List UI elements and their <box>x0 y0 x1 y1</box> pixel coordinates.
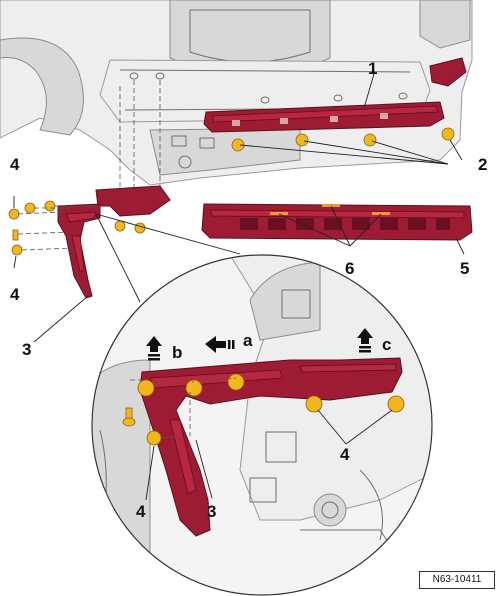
callout-1: 1 <box>368 59 377 78</box>
guide-markings <box>270 204 390 215</box>
callout-6: 6 <box>345 259 354 278</box>
figure-reference-code: N63-10411 <box>419 571 495 589</box>
up-arrow-icon <box>146 336 162 361</box>
callout-3-upper: 3 <box>22 340 31 359</box>
clip-nuts-installed <box>231 127 455 152</box>
callout-4-zoom-right: 4 <box>340 445 350 464</box>
callout-4-zoom-left: 4 <box>136 502 146 521</box>
detail-zoom-view <box>92 255 432 595</box>
callout-a: a <box>243 331 253 350</box>
panel-mount-holes <box>129 72 408 104</box>
assembly-guide-lines <box>119 80 161 195</box>
bumper-reinforcement-exploded <box>201 203 473 241</box>
callout-c: c <box>382 335 391 354</box>
callout-4-mid: 4 <box>10 285 20 304</box>
callout-b: b <box>172 343 182 362</box>
side-bracket-exploded <box>57 185 171 299</box>
callout-5: 5 <box>460 259 469 278</box>
callout-3-zoom: 3 <box>207 502 216 521</box>
callout-labels: 1 2 4 4 3 5 6 b a c 4 4 3 <box>10 59 487 521</box>
zoom-circle-outline <box>91 254 433 596</box>
bumper-reinforcement-installed <box>203 101 445 133</box>
vehicle-rear-body <box>0 0 473 186</box>
callout-2: 2 <box>478 155 487 174</box>
left-motion-arrow-icon <box>205 336 235 353</box>
up-arrow-icon <box>357 328 373 353</box>
callout-4-top: 4 <box>10 155 20 174</box>
bar-cutouts <box>240 218 450 230</box>
left-guide-lines <box>17 205 96 251</box>
